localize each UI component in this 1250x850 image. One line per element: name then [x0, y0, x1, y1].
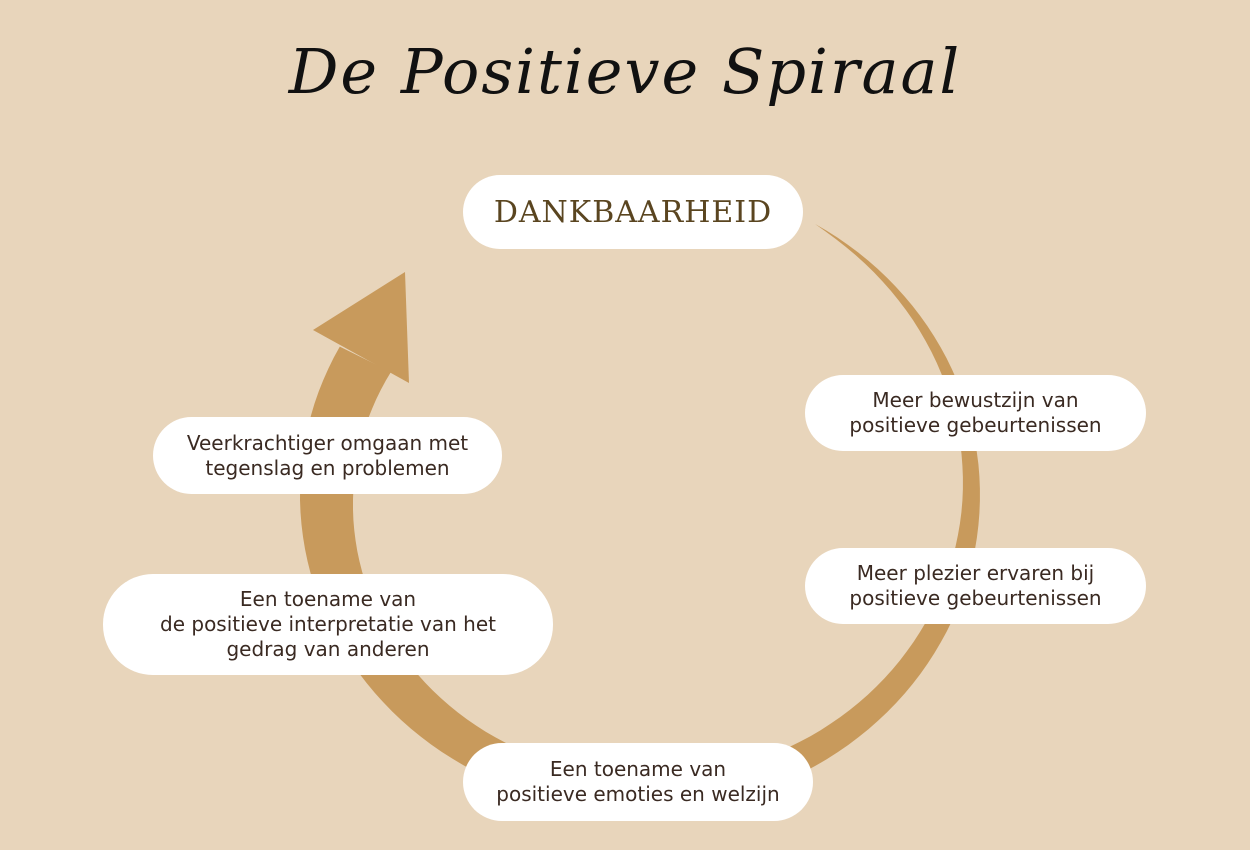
center-label: DANKBAARHEID [463, 175, 803, 249]
diagram-title: De Positieve Spiraal [288, 35, 962, 108]
step-awareness: Meer bewustzijn van positieve gebeurteni… [805, 375, 1146, 451]
step-enjoyment: Meer plezier ervaren bij positieve gebeu… [805, 548, 1146, 624]
step-resilience: Veerkrachtiger omgaan met tegenslag en p… [153, 417, 502, 494]
step-emotions: Een toename van positieve emoties en wel… [463, 743, 813, 821]
step-interpretation: Een toename van de positieve interpretat… [103, 574, 553, 675]
arrow-head [313, 272, 409, 383]
